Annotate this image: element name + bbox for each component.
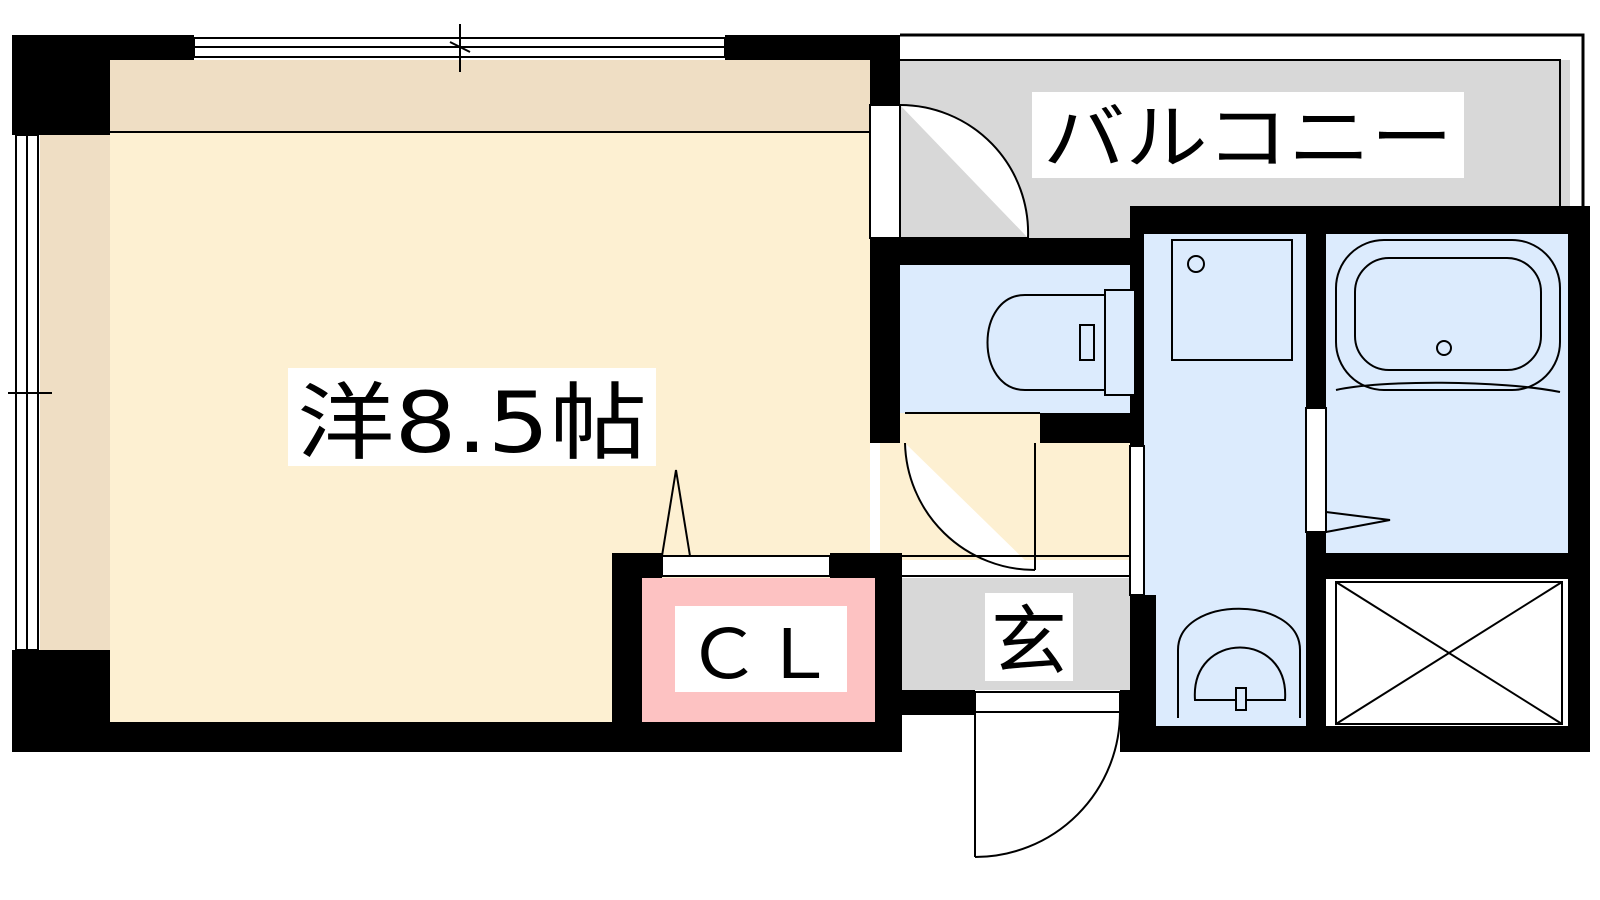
- wall-wet-block-bottom: [1130, 726, 1590, 752]
- balcony-door-swing: [899, 104, 1030, 239]
- balcony-inner-outline: [900, 59, 1561, 206]
- window-top-mullion-tick: [449, 41, 471, 53]
- openings: [8, 24, 1585, 858]
- labels: 洋8.5帖 ＣＬ 玄 バルコニー: [288, 92, 1464, 695]
- bathroom-door-leaf: [1325, 511, 1391, 533]
- wall-bottom: [12, 722, 902, 752]
- entrance-label-bg: [985, 593, 1073, 681]
- western-room-label: 洋8.5帖: [297, 374, 647, 472]
- wall-toilet-bottom-right: [1040, 413, 1140, 443]
- bathroom-floor: [1312, 232, 1568, 553]
- closet-door-frame: [661, 555, 831, 577]
- wall-closet-top-left: [612, 553, 662, 578]
- wall-toilet-top: [870, 238, 1140, 265]
- wall-washroom-divider-top: [1306, 232, 1326, 408]
- washroom-door-frame: [1129, 445, 1145, 596]
- wall-toilet-left: [870, 238, 900, 443]
- washer-drain: [1187, 255, 1205, 273]
- western-room-label-bg: [288, 368, 656, 466]
- toilet-tank: [1104, 289, 1136, 396]
- walls: [12, 35, 1590, 752]
- wall-entrance-bottom: [875, 690, 975, 715]
- toilet-bowl: [986, 294, 1106, 391]
- balcony-door-frame: [869, 104, 901, 239]
- wall-bath-bottom: [1306, 553, 1590, 579]
- entrance-label: 玄: [991, 597, 1067, 686]
- wall-wet-block-right: [1568, 206, 1590, 752]
- storage-cross-2: [1335, 581, 1563, 725]
- wall-closet-left: [612, 553, 642, 752]
- wall-balcony-pillar: [870, 35, 900, 105]
- closet-label-bg: [675, 606, 847, 692]
- closet-label: ＣＬ: [686, 616, 836, 695]
- toilet-fixture: [986, 289, 1136, 396]
- bathroom-door-frame: [1305, 407, 1327, 533]
- wall-corner-tl: [12, 35, 110, 135]
- bathtub: [1335, 239, 1561, 393]
- storage-box: [1335, 581, 1563, 725]
- balcony-label: バルコニー: [1043, 96, 1453, 180]
- toilet-door-swing: [904, 442, 1036, 571]
- wall-entrance-bottom-right: [1120, 690, 1140, 752]
- western-room-strip-top: [110, 60, 870, 132]
- front-door-frame: [974, 691, 1121, 713]
- balcony-outline: [900, 33, 1585, 206]
- washer-space: [1171, 239, 1293, 361]
- front-door-swing: [974, 711, 1121, 858]
- toilet-lever: [1079, 324, 1095, 361]
- wall-toilet-bottom: [870, 413, 900, 443]
- balcony-label-bg: [1032, 92, 1464, 178]
- wall-wet-block-top: [1130, 206, 1590, 234]
- wall-washroom-divider-bottom: [1306, 532, 1326, 752]
- fixtures: [986, 239, 1563, 725]
- closet-door-leaf: [661, 469, 691, 557]
- wash-basin: [1177, 607, 1301, 718]
- wall-closet-right: [875, 553, 902, 752]
